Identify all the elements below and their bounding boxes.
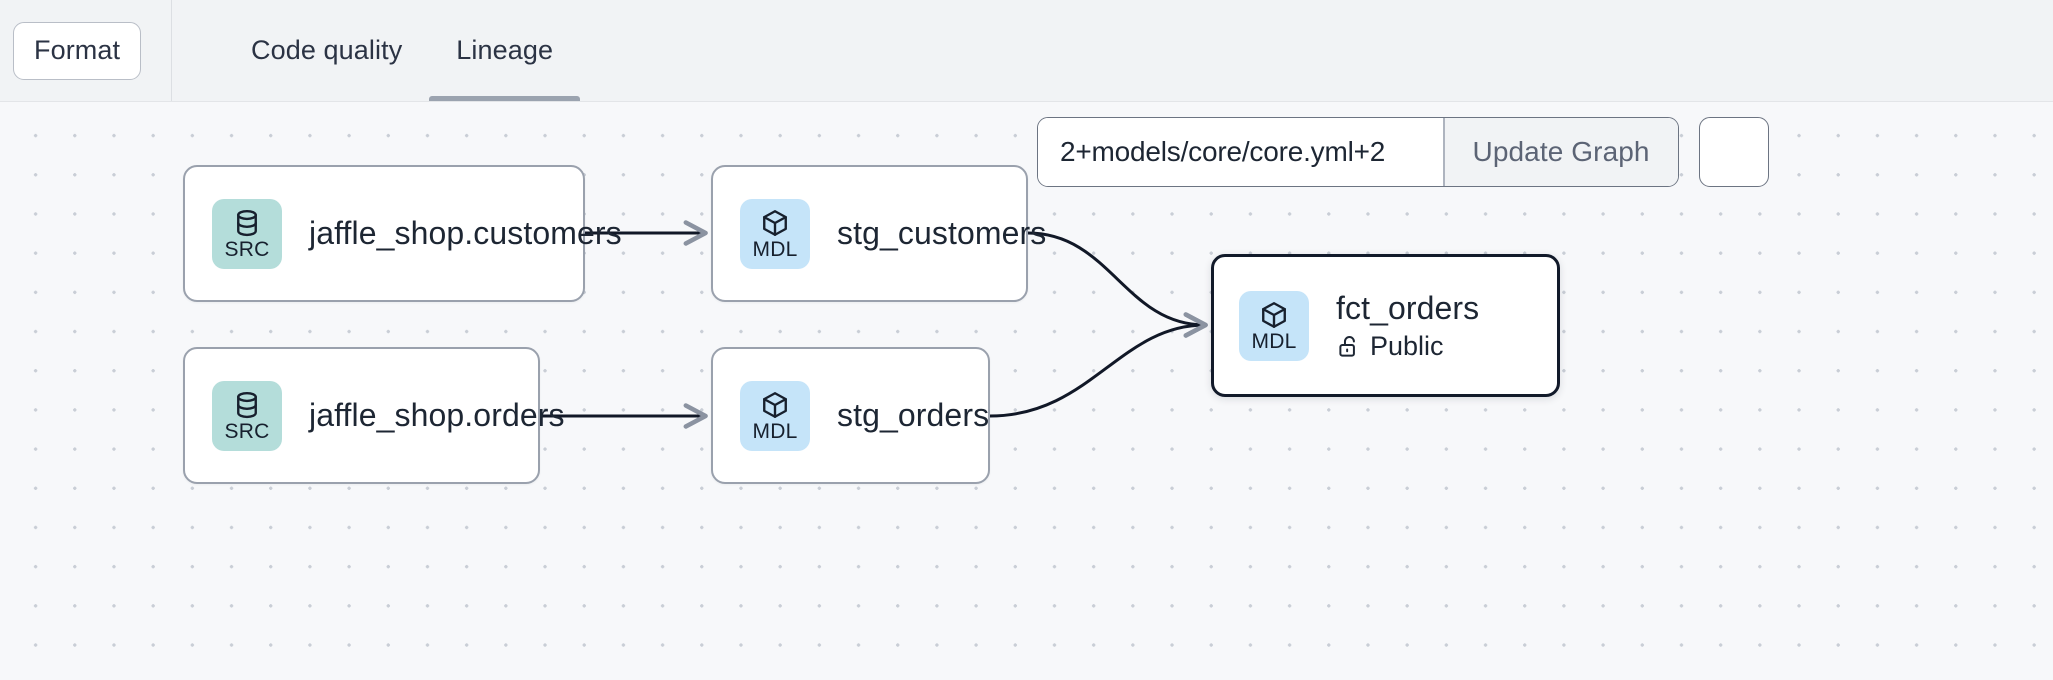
unlock-icon [1339,335,1355,357]
node-badge-mdl: MDL [740,198,810,269]
node-badge-label: MDL [752,237,798,261]
node-badge-label: SRC [224,419,270,443]
lineage-node-stg-customers[interactable]: MDL stg_customers [711,165,1047,302]
database-icon [237,391,257,418]
format-toolbar-section: Format [0,0,172,101]
node-title: stg_customers [837,215,1047,251]
lineage-node-src-orders[interactable]: SRC jaffle_shop.orders [183,347,565,484]
node-badge-src: SRC [212,198,282,269]
tab-lineage[interactable]: Lineage [429,0,581,101]
update-graph-button[interactable]: Update Graph [1444,118,1678,186]
node-selector-group: Update Graph [1037,117,1679,187]
graph-options-button[interactable] [1698,117,1769,187]
node-title: jaffle_shop.customers [309,215,622,251]
lineage-node-fct-orders[interactable]: MDL fct_orders Public [1211,254,1560,397]
node-body: stg_customers [810,215,1047,252]
lineage-node-src-customers[interactable]: SRC jaffle_shop.customers [183,165,622,302]
node-badge-label: MDL [1251,329,1297,353]
edge-stg-orders-to-fct-orders [989,312,1208,418]
cube-icon [763,391,787,418]
node-body: fct_orders Public [1309,290,1505,362]
editor-tabs: Code quality Lineage [172,0,581,101]
node-body: stg_orders [810,397,990,434]
node-badge-mdl: MDL [740,380,810,451]
graph-controls: Update Graph [1037,117,1769,187]
node-access-meta: Public [1336,331,1479,362]
node-badge-src: SRC [212,380,282,451]
node-body: jaffle_shop.customers [282,215,622,252]
tab-code-quality-label: Code quality [251,35,403,65]
node-access-label: Public [1370,330,1444,361]
node-badge-mdl: MDL [1239,290,1309,361]
node-badge-label: MDL [752,419,798,443]
tab-lineage-label: Lineage [456,35,554,65]
cube-icon [1262,301,1286,328]
node-selector-input[interactable] [1038,118,1443,186]
node-title: fct_orders [1336,289,1480,326]
tab-underline [429,96,581,101]
format-button[interactable]: Format [13,21,142,80]
lineage-node-stg-orders[interactable]: MDL stg_orders [711,347,990,484]
selector-divider [1443,118,1445,186]
cube-icon [763,209,787,236]
database-icon [237,209,257,236]
node-title: stg_orders [837,397,990,433]
node-title: jaffle_shop.orders [309,397,565,433]
lineage-canvas[interactable]: SRC jaffle_shop.customers SRC jaffle_sho… [0,102,2053,680]
edge-stg-customers-to-fct-orders [1027,231,1208,338]
node-body: jaffle_shop.orders [282,397,565,434]
tab-code-quality[interactable]: Code quality [224,0,429,101]
editor-toolbar: Format Code quality Lineage [0,0,2053,102]
node-badge-label: SRC [224,237,270,261]
